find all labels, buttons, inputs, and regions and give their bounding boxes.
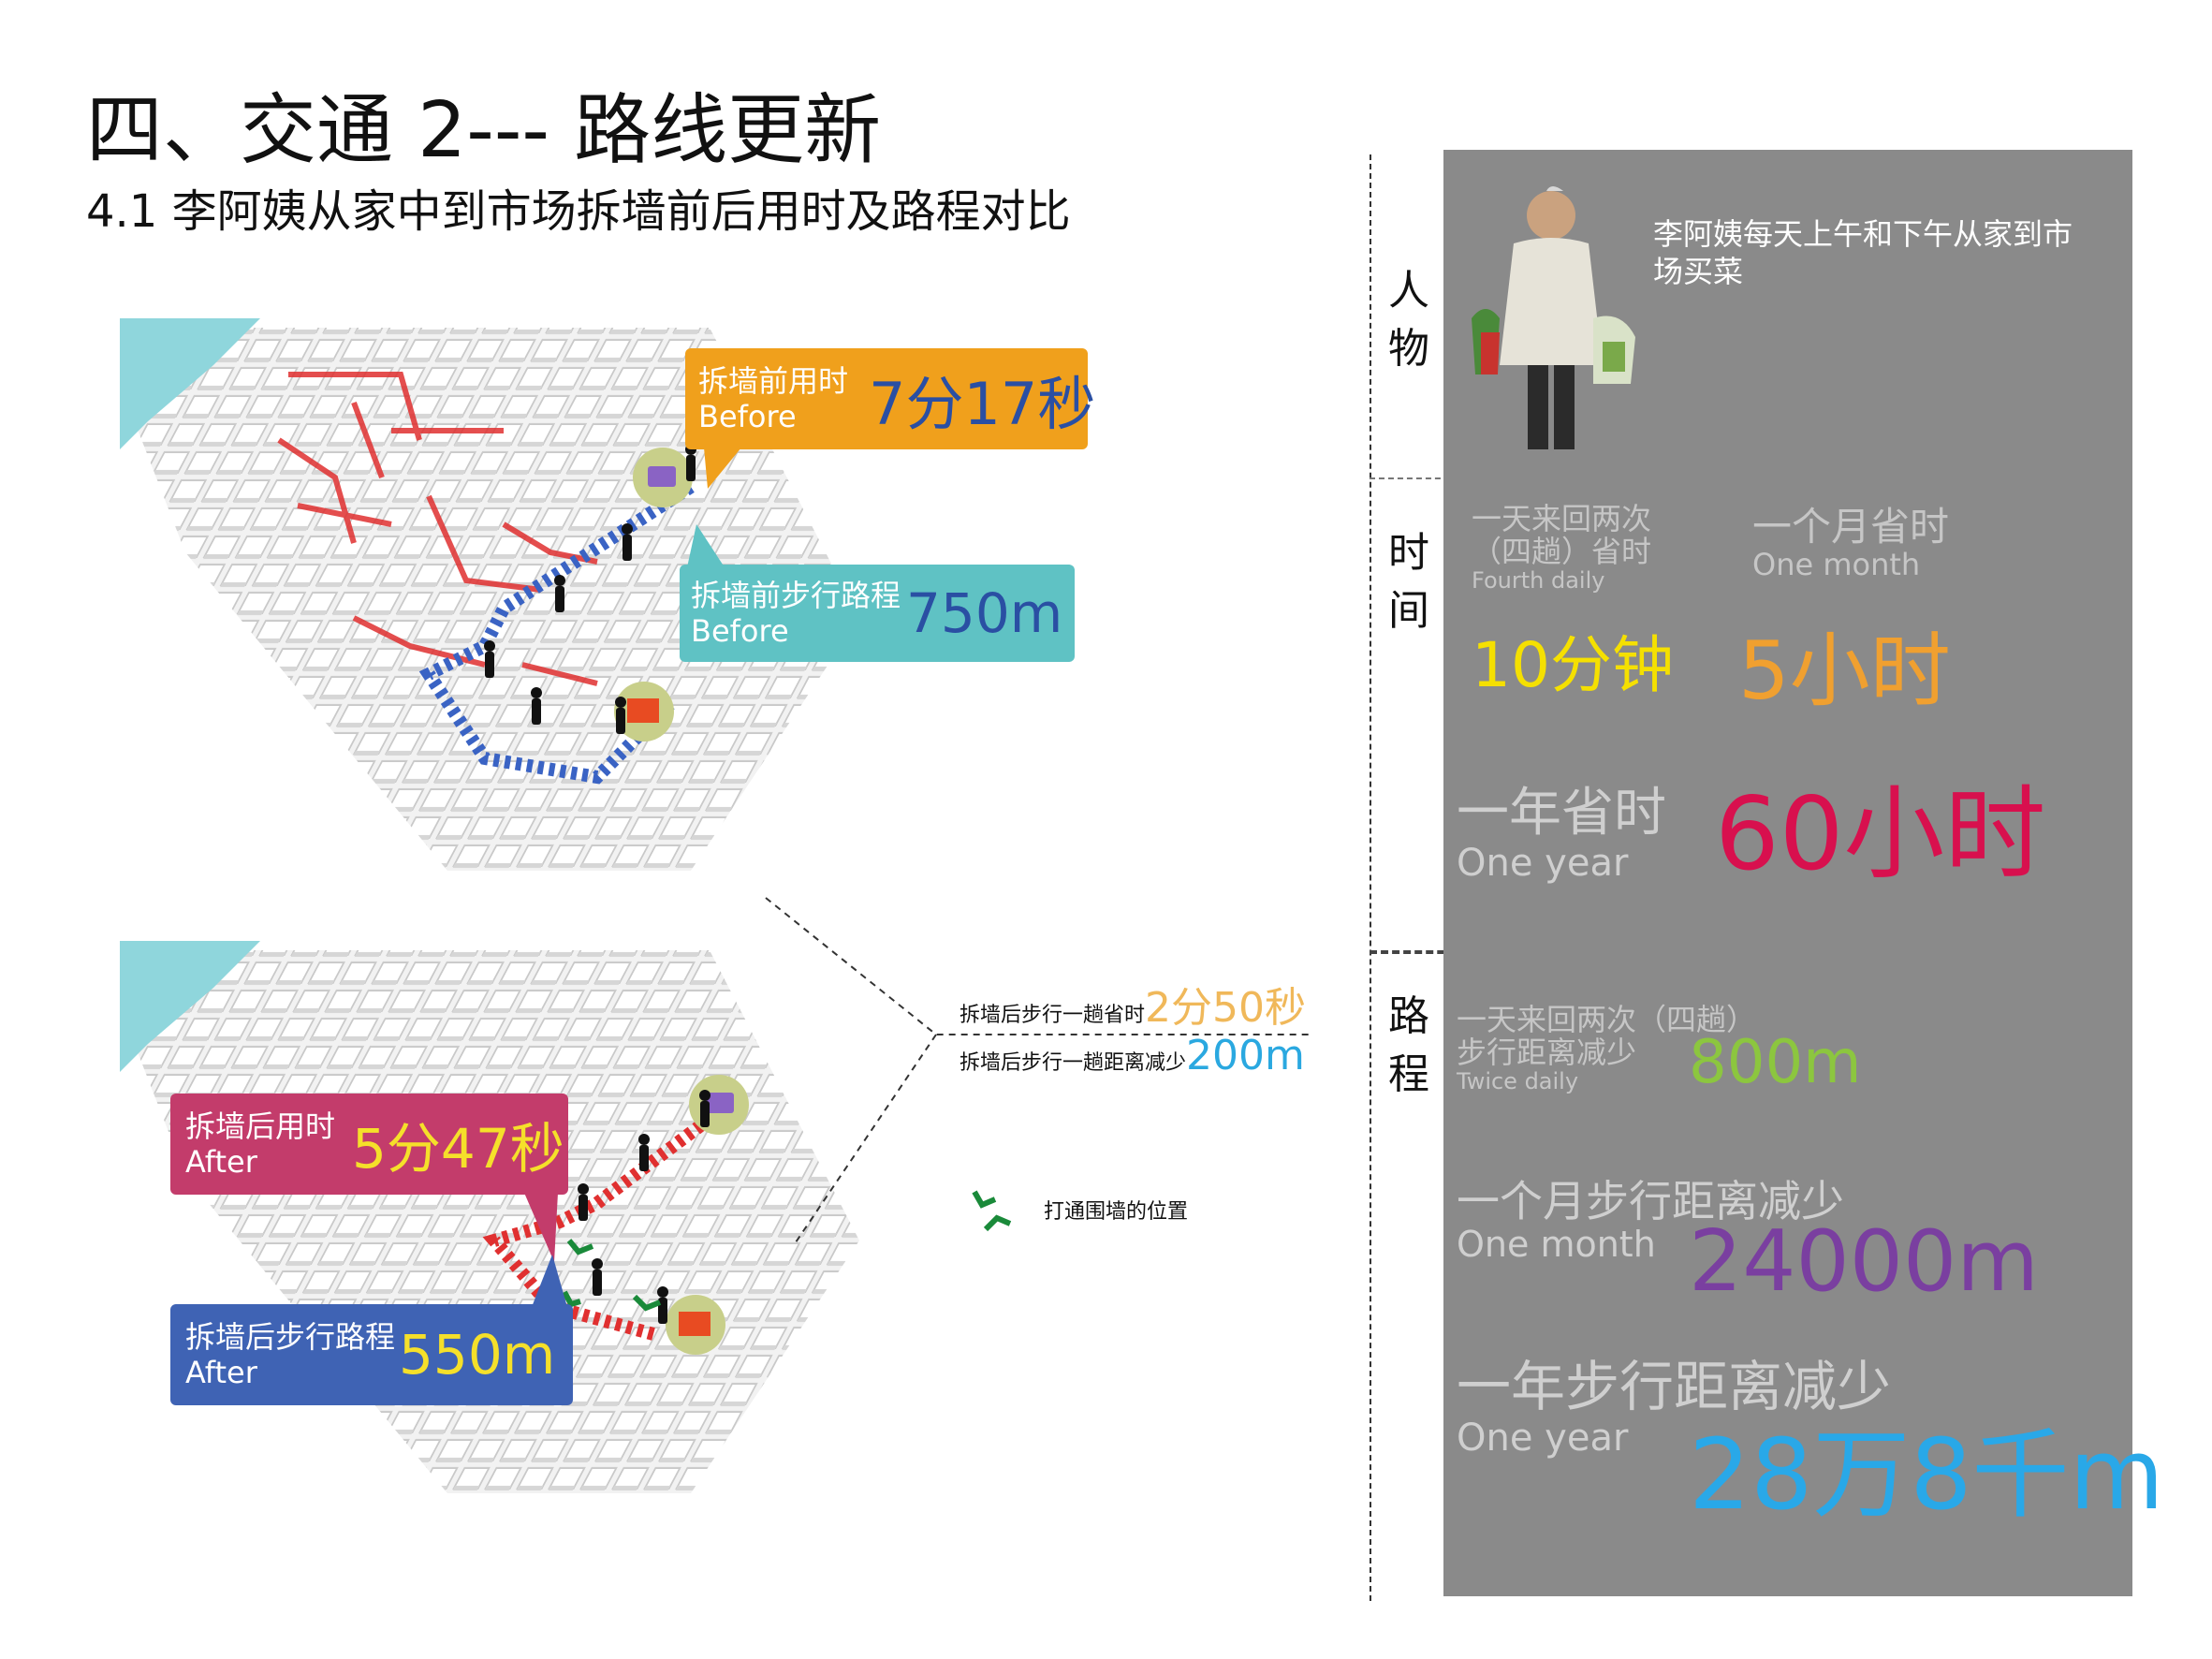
time-daily-label: 一天来回两次 （四趟）省时 Fourth daily <box>1472 501 1652 595</box>
time-month-value: 5小时 <box>1738 624 1951 718</box>
after-distance-sub: After <box>185 1355 257 1390</box>
walker-icons <box>578 1090 710 1324</box>
stats-panel: 李阿姨每天上午和下午从家到市场买菜 一天来回两次 （四趟）省时 Fourth d… <box>1443 150 2164 1596</box>
after-map <box>110 932 953 1493</box>
before-map <box>110 309 953 871</box>
before-time-value: 7分17秒 <box>869 370 1096 438</box>
after-time-callout: 拆墙后用时 After 5分47秒 <box>170 1094 568 1195</box>
panel-divider-vertical <box>1370 154 1371 1601</box>
distance-month-value: 24000m <box>1689 1212 2039 1311</box>
section-label-person: 人 物 <box>1388 267 1429 373</box>
note-connector-lines <box>765 897 1311 1243</box>
walker-icons <box>484 444 696 734</box>
after-distance-label: 拆墙后步行路程 <box>185 1319 396 1355</box>
person-photo <box>1472 186 1635 449</box>
wall-opening-icon <box>972 1190 1012 1232</box>
time-year-value: 60小时 <box>1715 776 2046 893</box>
after-distance-callout-pointer <box>532 1255 567 1307</box>
wall-opening-markers <box>562 1239 662 1312</box>
save-distance-label: 拆墙后步行一趟距离减少 <box>960 1051 1187 1075</box>
before-map-illustration <box>120 318 859 871</box>
save-time-note: 拆墙后步行一趟省时2分50秒 <box>960 974 1306 1034</box>
time-daily-value: 10分钟 <box>1472 629 1674 701</box>
after-time-callout-pointer <box>524 1193 558 1262</box>
after-distance-callout: 拆墙后步行路程 After 550m <box>170 1304 573 1405</box>
market-marker-icon <box>689 1075 749 1135</box>
after-map-illustration <box>120 941 859 1493</box>
market-marker-icon <box>633 448 693 507</box>
page-title: 四、交通 2--- 路线更新 <box>86 86 882 175</box>
before-time-callout: 拆墙前用时 Before 7分17秒 <box>685 348 1095 449</box>
home-marker-icon <box>666 1295 725 1355</box>
save-distance-note: 拆墙后步行一趟距离减少200m <box>960 1032 1305 1079</box>
before-time-callout-pointer <box>704 448 741 489</box>
before-distance-label: 拆墙前步行路程 <box>691 578 901 613</box>
before-time-sub: Before <box>698 399 797 434</box>
after-time-value: 5分47秒 <box>352 1117 564 1181</box>
save-time-value: 2分50秒 <box>1145 984 1306 1032</box>
time-year-label: 一年省时 One year <box>1457 783 1666 885</box>
distance-year-label: 一年步行距离减少 One year <box>1457 1355 1892 1460</box>
save-distance-value: 200m <box>1186 1032 1305 1079</box>
distance-daily-value: 800m <box>1689 1028 1862 1097</box>
after-distance-value: 550m <box>399 1323 556 1387</box>
before-distance-sub: Before <box>691 613 789 649</box>
before-time-label: 拆墙前用时 <box>698 363 849 399</box>
save-time-label: 拆墙后步行一趟省时 <box>960 1004 1146 1027</box>
distance-year-value: 28万8千m <box>1689 1417 2164 1532</box>
page-subtitle: 4.1 李阿姨从家中到市场拆墙前后用时及路程对比 <box>86 185 1071 238</box>
after-time-sub: After <box>185 1144 257 1180</box>
after-time-label: 拆墙后用时 <box>185 1108 336 1144</box>
person-description: 李阿姨每天上午和下午从家到市场买菜 <box>1653 216 2073 289</box>
before-distance-callout: 拆墙前步行路程 Before 750m <box>680 565 1075 662</box>
distance-month-label: 一个月步行距离减少 One month <box>1457 1176 1844 1265</box>
legend-label: 打通围墙的位置 <box>1044 1200 1189 1224</box>
before-distance-callout-pointer <box>687 524 725 567</box>
before-distance-value: 750m <box>906 581 1063 645</box>
time-month-label: 一个月省时 One month <box>1752 504 1950 583</box>
home-marker-icon <box>614 682 674 741</box>
distance-daily-label: 一天来回两次（四趟） 步行距离减少 Twice daily <box>1457 1002 1757 1095</box>
section-label-distance: 路 程 <box>1388 992 1429 1098</box>
section-label-time: 时 间 <box>1388 529 1429 635</box>
